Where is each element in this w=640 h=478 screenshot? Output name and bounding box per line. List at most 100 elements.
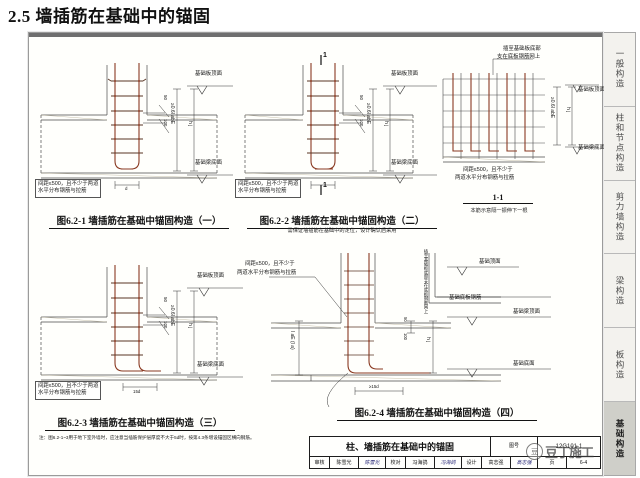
tab-slab-construction[interactable]: 板构造 bbox=[604, 328, 635, 403]
figure-6-2-2: 基础板顶面 基础梁底面 ≥0.6l abE h j 50 100 1 1 间距≤… bbox=[235, 52, 441, 248]
fig1-level-bottom-label: 基础梁底面 bbox=[195, 160, 222, 166]
tab-shearwall-construction[interactable]: 剪力墙构造 bbox=[604, 180, 635, 255]
drawing-sheet: 基础板顶面 基础梁底面 ≥0.6l abE h j 50 100 d 间距≤50… bbox=[28, 32, 605, 476]
fig3-dim-anchorage: ≥0.6l abE bbox=[549, 97, 555, 119]
fig5-dim-lab: l aE (l a) bbox=[289, 331, 295, 350]
fig2-note-line1: 间距≤500，且不少于两道 bbox=[238, 181, 299, 187]
fig2-note-line2: 水平分布钢筋与拉筋 bbox=[238, 188, 287, 195]
fig5-level-mid-label: 基础底板钢筋 bbox=[449, 295, 482, 301]
fig5-level-top-label: 基础顶面 bbox=[479, 259, 501, 265]
fig4-note-box: 间距≤500，且不少于两道 水平分布钢筋与拉筋 bbox=[35, 381, 102, 400]
figure-6-2-1: 基础板顶面 基础梁底面 ≥0.6l abE h j 50 100 d 间距≤50… bbox=[35, 53, 237, 238]
fig3-subcaption: 本筋示意隔一振伸下一根 bbox=[470, 208, 528, 214]
tab-foundation-construction[interactable]: 基础构造 bbox=[604, 402, 635, 475]
sign-name-design: 高志强 bbox=[482, 457, 511, 468]
fig2-subcaption: 需保证墙插筋在基础中的定位，设计确认后采用 bbox=[287, 228, 397, 234]
fig2-dim-hj: h j bbox=[383, 121, 389, 127]
fig5-level-mid2-label: 基础梁顶面 bbox=[513, 309, 540, 315]
fig1-note-line2: 水平分布钢筋与拉筋 bbox=[38, 188, 87, 195]
sheet-top-rule bbox=[29, 33, 602, 37]
fig4-dim-50: 50 bbox=[163, 297, 168, 302]
fig5-note-line2: 两道水平分布钢筋与拉筋 bbox=[237, 270, 297, 276]
fig1-dim-100: 100 bbox=[163, 119, 168, 127]
tab-label: 基础构造 bbox=[614, 418, 625, 459]
fig2-caption: 图6.2-2 墙插筋在基础中锚固构造（二） bbox=[247, 213, 437, 229]
title-block-main-row: 柱、墙插筋在基础中的锚固 图号 12G101-1 bbox=[310, 437, 600, 457]
fig1-dim-hj: h j bbox=[187, 121, 193, 127]
fig2-level-top-label: 基础板顶面 bbox=[391, 71, 418, 77]
fig1-dim-anchorage: ≥0.6l abE bbox=[169, 103, 175, 125]
tab-label: 梁构造 bbox=[614, 275, 625, 306]
page-title: 2.5 墙插筋在基础中的锚固 bbox=[8, 7, 211, 26]
fig1-caption: 图6.2-1 墙插筋在基础中锚固构造（一） bbox=[49, 213, 229, 229]
fig3-level-top-label: 基础板顶面 bbox=[578, 87, 605, 93]
figure-6-2-3: 基础板顶面 基础梁底面 ≥0.6l abE h j 50 100 15d 间距≤… bbox=[35, 255, 247, 435]
sign-signature-review: 陈雪光 bbox=[359, 457, 386, 468]
figure-6-2-2-drawing bbox=[244, 55, 437, 195]
sign-signature-design: 高志强 bbox=[511, 457, 538, 468]
fig2-dim-100: 100 bbox=[359, 119, 364, 127]
title-block-title: 柱、墙插筋在基础中的锚固 bbox=[310, 437, 491, 456]
fig2-note-box: 间距≤500，且不少于两道 水平分布钢筋与拉筋 bbox=[235, 179, 302, 198]
figure-section-1-1: 插至基础板底部 支在底板钢筋网上 基础板顶面 基础梁底面 ≥0.6l abE h… bbox=[441, 46, 605, 247]
tab-label: 一般构造 bbox=[614, 49, 625, 90]
fig3-caption: 1-1 bbox=[463, 193, 533, 204]
fig2-section-mark-bottom: 1 bbox=[323, 182, 327, 189]
fig3-note-line1: 间距≤500，且不少于 bbox=[463, 167, 513, 173]
sheet-content: 基础板顶面 基础梁底面 ≥0.6l abE h j 50 100 d 间距≤50… bbox=[33, 39, 605, 471]
section-tab-rail[interactable]: 一般构造 柱和节点构造 剪力墙构造 梁构造 板构造 基础构造 bbox=[604, 32, 636, 476]
fig1-note-box: 间距≤500，且不少于两道 水平分布钢筋与拉筋 bbox=[35, 179, 102, 198]
fig2-level-bottom-label: 基础梁底面 bbox=[391, 160, 418, 166]
fig5-dim-hj: h j bbox=[425, 337, 431, 343]
fig4-dim-hj: h j bbox=[187, 323, 193, 329]
tab-label: 剪力墙构造 bbox=[614, 192, 625, 243]
title-block-code-label: 图号 bbox=[491, 437, 538, 456]
fig4-note-line2: 水平分布钢筋与拉筋 bbox=[38, 390, 87, 397]
fig5-dim-100: 100 bbox=[403, 333, 408, 340]
fig1-level-top-label: 基础板顶面 bbox=[195, 71, 222, 77]
fig1-dim-50: 50 bbox=[163, 95, 168, 100]
fig3-dim-hj: h j bbox=[565, 107, 571, 113]
fig4-level-top-label: 基础板顶面 bbox=[197, 273, 224, 279]
figure-6-2-4-drawing bbox=[269, 253, 551, 408]
title-block-code-value: 12G101-1 bbox=[555, 443, 583, 450]
figure-section-1-1-drawing bbox=[442, 58, 599, 163]
sign-role-review: 审核 bbox=[310, 457, 330, 468]
title-block: 柱、墙插筋在基础中的锚固 图号 12G101-1 审核 陈雪光 陈雪光 校对 冯… bbox=[309, 436, 601, 469]
fig5-level-bottom-label: 基础底面 bbox=[513, 361, 535, 367]
title-block-signature-row: 审核 陈雪光 陈雪光 校对 冯海鸽 冯海鸽 设计 高志强 高志强 页 6-4 bbox=[310, 457, 600, 468]
tab-beam-construction[interactable]: 梁构造 bbox=[604, 254, 635, 329]
figure-6-2-1-drawing bbox=[40, 63, 233, 189]
fig4-level-bottom-label: 基础梁底面 bbox=[197, 362, 224, 368]
fig4-dim-anchorage: ≥0.6l abE bbox=[169, 305, 175, 327]
tab-column-joint-construction[interactable]: 柱和节点构造 bbox=[604, 106, 635, 181]
fig1-note-line1: 间距≤500，且不少于两道 bbox=[38, 181, 99, 187]
fig4-caption: 图6.2-3 墙插筋在基础中锚固构造（三） bbox=[45, 415, 235, 431]
fig3-note-line2: 两道水平分布钢筋与拉筋 bbox=[455, 175, 515, 181]
fig2-dim-50: 50 bbox=[359, 95, 364, 100]
sheet-note: 注：图6.2-1~3用于地下室外墙时，应注意当插筋保护层厚度不大于5d时，按第4… bbox=[39, 435, 255, 441]
page-label: 页 bbox=[538, 457, 567, 468]
fig4-dim-bottom: 15d bbox=[133, 389, 141, 394]
fig2-dim-anchorage: ≥0.6l abE bbox=[365, 103, 371, 125]
fig3-callout-line1: 插至基础板底部 bbox=[503, 46, 541, 52]
fig4-note-line1: 间距≤500，且不少于两道 bbox=[38, 383, 99, 389]
fig1-dim-bottom: d bbox=[125, 186, 128, 191]
sign-role-check: 校对 bbox=[386, 457, 406, 468]
sign-signature-check: 冯海鸽 bbox=[435, 457, 462, 468]
sign-role-design: 设计 bbox=[462, 457, 482, 468]
fig5-dim-bottom: ≥15d bbox=[369, 384, 379, 389]
fig5-vert-label: 插至基础板底部支在底板钢筋网上 bbox=[424, 249, 429, 314]
tab-general-construction[interactable]: 一般构造 bbox=[604, 33, 635, 107]
fig3-level-bottom-label: 基础梁底面 bbox=[578, 145, 605, 151]
figure-6-2-4: 间距≤500，且不少于 两道水平分布钢筋与拉筋 插至基础板底部支在底板钢筋网上 … bbox=[237, 245, 591, 435]
fig5-note-line1: 间距≤500，且不少于 bbox=[245, 261, 295, 267]
fig4-dim-100: 100 bbox=[163, 321, 168, 329]
sign-name-review: 陈雪光 bbox=[330, 457, 359, 468]
fig5-caption: 图6.2-4 墙插筋在基础中锚固构造（四） bbox=[337, 405, 537, 421]
tab-label: 柱和节点构造 bbox=[614, 113, 625, 174]
page-value: 6-4 bbox=[579, 459, 588, 466]
figure-6-2-3-drawing bbox=[40, 265, 243, 391]
sign-name-check: 冯海鸽 bbox=[406, 457, 435, 468]
